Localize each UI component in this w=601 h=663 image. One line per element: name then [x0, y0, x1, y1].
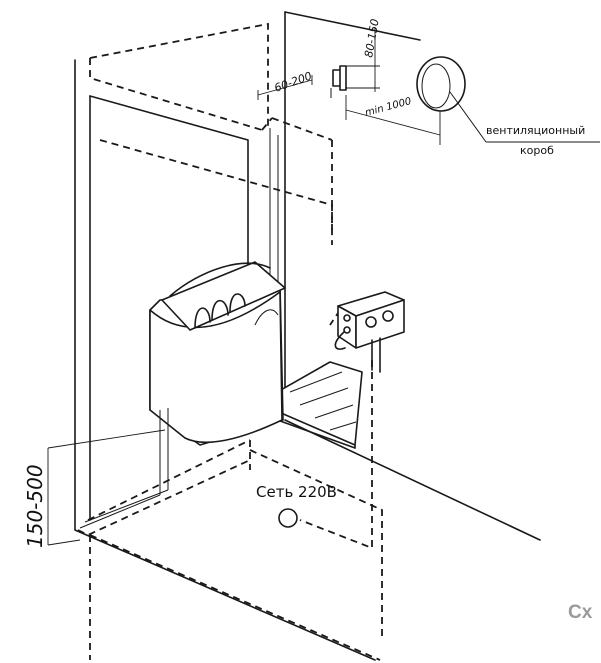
dimension-control-offset: 60-200: [273, 69, 314, 95]
control-panel: [334, 291, 405, 373]
network-label: Сеть 220В: [256, 483, 337, 501]
ceiling-sensor: [330, 65, 347, 98]
cut-caption: Сх: [568, 602, 593, 623]
vent-label-line2: короб: [520, 144, 554, 157]
dimension-min-distance: min 1000: [364, 96, 413, 119]
room-walls: [74, 11, 541, 661]
sauna-heater: [79, 261, 286, 529]
dimension-lines: [47, 28, 441, 546]
power-outlet: [278, 508, 298, 528]
dimension-vent-offset: 80-150: [362, 18, 382, 59]
vent-label-line1: вентиляционный: [486, 124, 585, 137]
dashed-contours: [77, 22, 383, 661]
ventilation-duct: [416, 56, 600, 143]
dimension-heater-height: 150-500: [23, 464, 47, 548]
